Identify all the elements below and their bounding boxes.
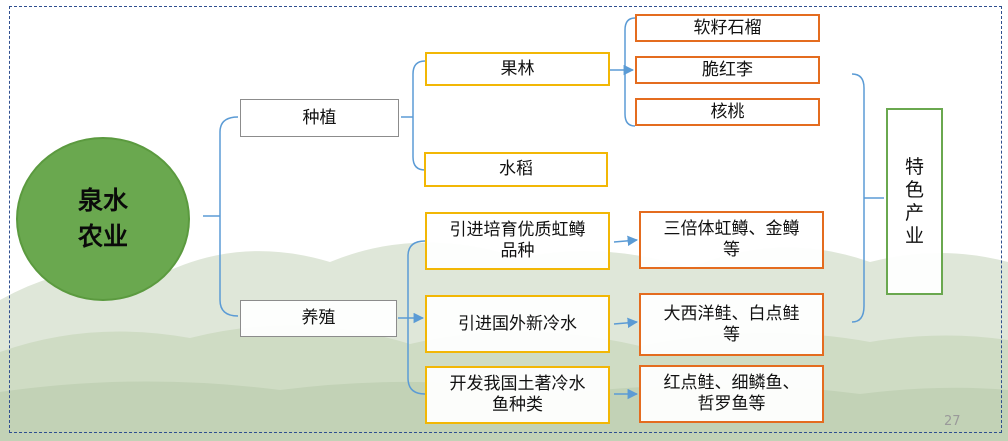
- breeding-result-line-1: 红点鲑、细鳞鱼、: [663, 373, 800, 393]
- dashed-frame: [9, 6, 1002, 433]
- orchard-node: 果林: [425, 52, 610, 86]
- breeding-result-line-2: 等: [723, 324, 740, 345]
- orchard-item-plum: 脆红李: [635, 56, 820, 84]
- brace-root: [219, 116, 239, 317]
- breeding-result-line-1: 三倍体虹鳟、金鳟: [663, 219, 800, 239]
- breeding-result-line-2: 哲罗鱼等: [697, 394, 766, 414]
- breeding-result-trout: 三倍体虹鳟、金鳟等: [639, 211, 824, 269]
- orchard-item-walnut: 核桃: [635, 98, 820, 126]
- brace-planting: [412, 60, 426, 171]
- breeding-result-salmon: 大西洋鲑、白点鲑等: [639, 293, 824, 356]
- summary-char: 特: [904, 155, 924, 178]
- orchard-label: 果林: [500, 58, 535, 79]
- breeding-node: 养殖: [240, 300, 397, 337]
- breeding-child-line-1: 开发我国土著冷水: [449, 374, 586, 394]
- breeding-child-line-2: 鱼种类: [492, 395, 543, 415]
- root-line-2: 农业: [77, 222, 128, 251]
- orchard-item-label: 软籽石榴: [693, 17, 762, 38]
- brace-breeding: [407, 240, 426, 395]
- planting-node: 种植: [240, 99, 399, 137]
- breeding-child-line-1: 引进培育优质虹鳟: [449, 220, 586, 240]
- breeding-result-line-1: 大西洋鲑、白点鲑: [663, 303, 800, 324]
- arrow-row-2: [613, 317, 639, 329]
- breeding-child-native: 开发我国土著冷水鱼种类: [425, 366, 610, 424]
- arrow-row-1: [613, 235, 639, 247]
- summary-char: 色: [904, 178, 924, 201]
- root-node: 泉水农业: [16, 137, 190, 301]
- rice-node: 水稻: [424, 152, 608, 187]
- breeding-label: 养殖: [301, 308, 336, 328]
- breeding-child-line-2: 品种: [500, 241, 535, 261]
- rice-label: 水稻: [499, 159, 533, 179]
- orchard-item-label: 脆红李: [702, 59, 753, 80]
- page-number: 27: [944, 414, 961, 429]
- brace-summary: [851, 73, 865, 323]
- brace-orchard: [624, 17, 636, 127]
- breeding-child-trout: 引进培育优质虹鳟品种: [425, 212, 610, 270]
- breeding-result-char: 红点鲑、细鳞鱼、哲罗鱼等: [639, 365, 824, 423]
- breeding-child-line-1: 引进国外新冷水: [458, 313, 577, 334]
- root-line-1: 泉水: [77, 186, 128, 215]
- summary-node: 特色产业: [886, 108, 943, 295]
- breeding-child-imported: 引进国外新冷水: [425, 295, 610, 353]
- summary-char: 产: [904, 201, 924, 224]
- planting-label: 种植: [302, 107, 337, 128]
- breeding-result-line-2: 等: [723, 240, 740, 260]
- summary-char: 业: [904, 224, 924, 247]
- orchard-item-label: 核桃: [710, 101, 745, 122]
- orchard-item-pomegranate: 软籽石榴: [635, 14, 820, 42]
